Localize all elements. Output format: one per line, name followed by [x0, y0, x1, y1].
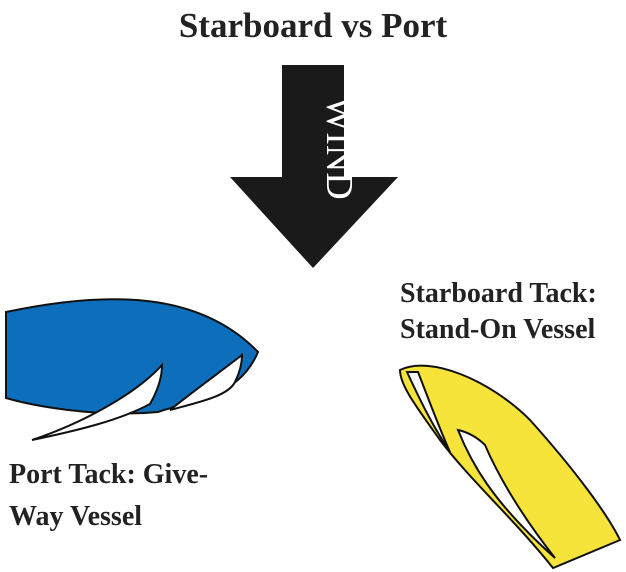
port-tack-boat	[5, 298, 260, 441]
wind-arrow-shape	[230, 65, 398, 268]
port-tack-label: Port Tack: Give- Way Vessel	[9, 454, 208, 538]
diagram-title: Starboard vs Port	[178, 6, 448, 45]
port-boat-mainsail	[31, 362, 164, 441]
wind-arrow: WIND	[230, 65, 398, 268]
port-label-line2: Way Vessel	[9, 501, 143, 532]
starboard-boat-mainsail	[456, 428, 556, 559]
starboard-tack-label: Starboard Tack: Stand-On Vessel	[400, 276, 597, 348]
starboard-label-line1: Starboard Tack:	[400, 278, 597, 309]
starboard-tack-boat	[398, 364, 622, 570]
starboard-label-line2: Stand-On Vessel	[400, 314, 596, 345]
port-boat-jib	[169, 352, 244, 411]
port-label-line1: Port Tack: Give-	[9, 459, 209, 490]
starboard-boat-jib	[405, 371, 451, 453]
wind-label: WIND	[318, 96, 360, 199]
starboard-boat-hull	[398, 364, 622, 570]
